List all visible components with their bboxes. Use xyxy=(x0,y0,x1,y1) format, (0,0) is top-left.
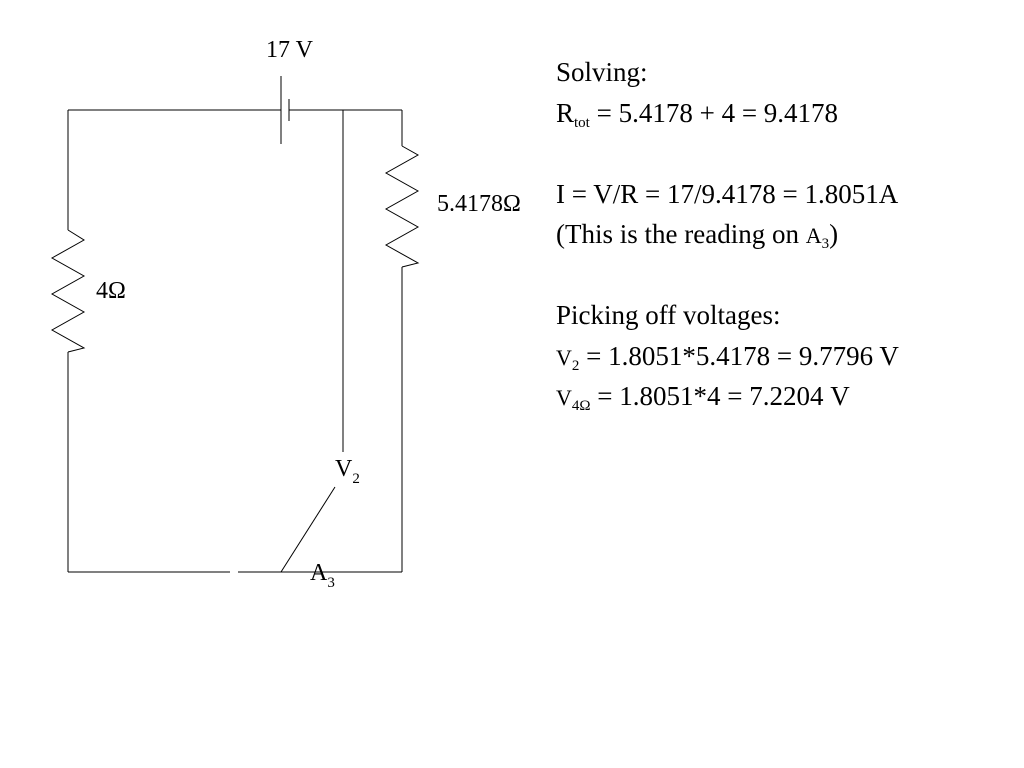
solving-heading: Solving: xyxy=(556,57,648,87)
current-line: I = V/R = 17/9.4178 = 1.8051A xyxy=(556,178,899,209)
resistor-left xyxy=(50,229,86,353)
picking-heading: Picking off voltages: xyxy=(556,300,781,330)
ammeter-label: A3 xyxy=(310,560,335,591)
resistor-left-label: 4Ω xyxy=(96,278,126,304)
v4-line: V4Ω = 1.8051*4 = 7.2204 V xyxy=(556,381,850,414)
v2-line: V2 = 1.8051*5.4178 = 9.7796 V xyxy=(556,340,899,374)
battery-label: 17 V xyxy=(266,37,314,63)
voltmeter-label: V2 xyxy=(335,456,360,487)
switch-blade xyxy=(280,486,336,573)
blank-line-2 xyxy=(556,255,899,296)
rtot-line: Rtot = 5.4178 + 4 = 9.4178 xyxy=(556,97,839,131)
reading-line: (This is the reading on A3) xyxy=(556,219,839,252)
solution-notes: Solving: Rtot = 5.4178 + 4 = 9.4178 I = … xyxy=(556,52,899,417)
battery-symbol xyxy=(280,76,290,144)
blank-line xyxy=(556,133,899,174)
resistor-right-label: 5.4178Ω xyxy=(437,191,521,217)
resistor-right xyxy=(384,145,420,268)
